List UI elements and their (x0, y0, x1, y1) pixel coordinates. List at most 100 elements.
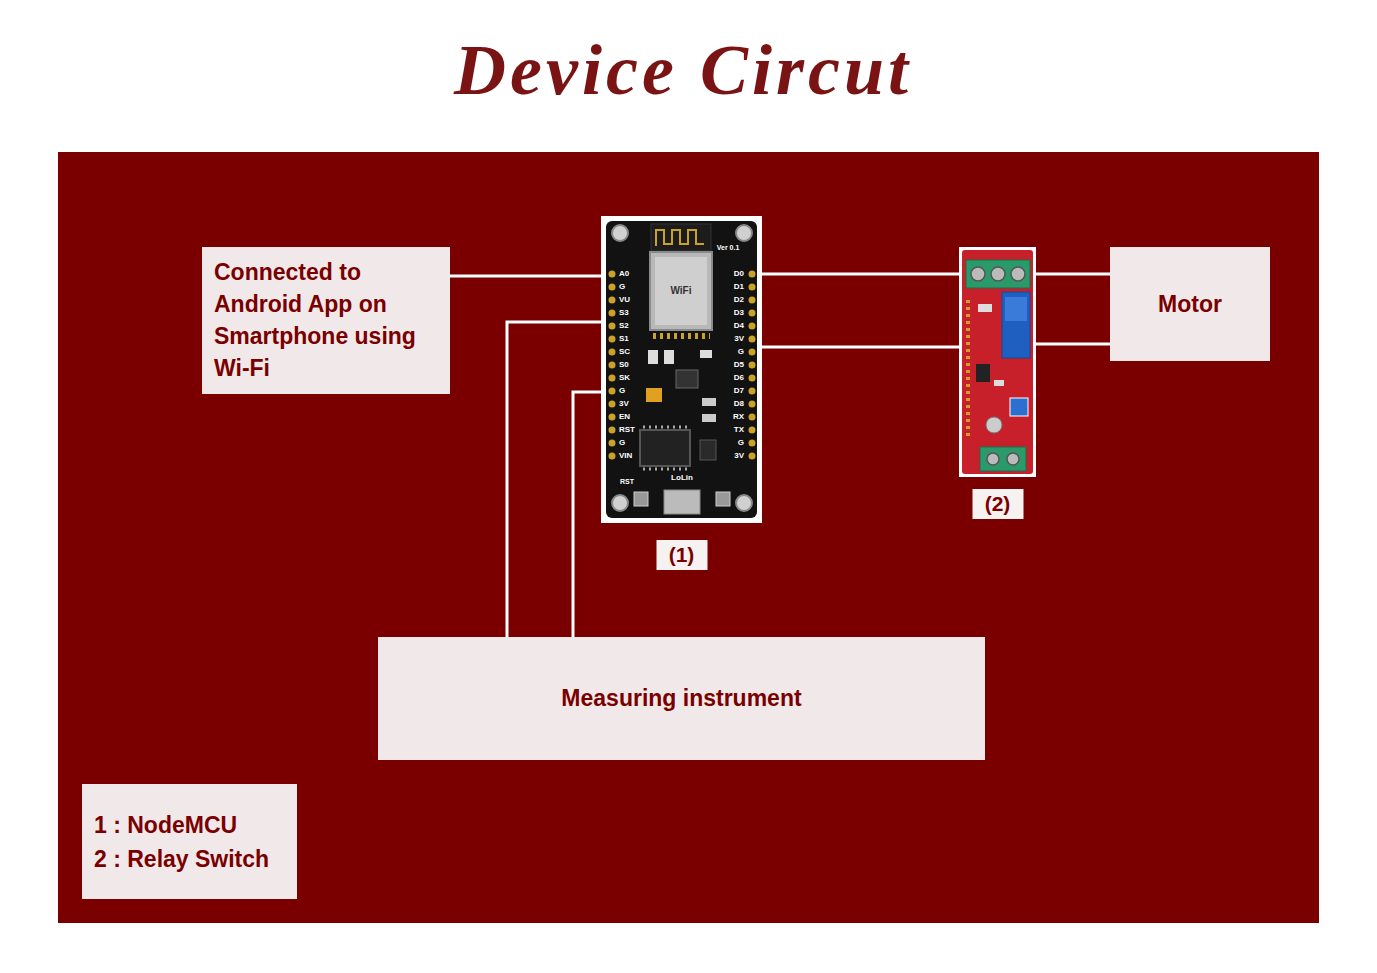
relay-module (966, 300, 970, 440)
wire-connector (762, 273, 959, 276)
pin-label: 3V (734, 335, 744, 343)
pin-label: S0 (619, 361, 629, 369)
nodemcu-board (702, 398, 716, 406)
pin-label: 3V (619, 400, 629, 408)
pin-header (609, 453, 616, 460)
pin-header (609, 414, 616, 421)
pin-header (749, 297, 756, 304)
nodemcu-board (656, 230, 704, 246)
pin-label: 3V (734, 452, 744, 460)
relay-module (991, 267, 1005, 281)
relay-module (986, 417, 1002, 433)
pin-header (609, 388, 616, 395)
pin-label: D4 (734, 322, 744, 330)
pin-header (609, 440, 616, 447)
pin-header (749, 453, 756, 460)
node-text: Motor (1158, 291, 1222, 318)
pin-label: VIN (619, 452, 632, 460)
pin-header (609, 427, 616, 434)
pin-label: D2 (734, 296, 744, 304)
pin-header (609, 336, 616, 343)
nodemcu-board (640, 430, 690, 466)
pin-label: SC (619, 348, 630, 356)
nodemcu-board (650, 252, 712, 330)
pin-header (749, 388, 756, 395)
pin-label: SK (619, 374, 630, 382)
nodemcu-board (664, 350, 674, 364)
relay-module (1010, 398, 1028, 416)
pin-label: D5 (734, 361, 744, 369)
pin-label: S3 (619, 309, 629, 317)
pin-header (609, 284, 616, 291)
pin-label: RX (733, 413, 744, 421)
relay-module (1011, 267, 1025, 281)
relay-module (971, 267, 985, 281)
wire-connector (1036, 273, 1110, 276)
pin-header (609, 362, 616, 369)
pin-label: S2 (619, 322, 629, 330)
relay-module (978, 304, 992, 312)
pin-header (749, 375, 756, 382)
nodemcu-board (612, 225, 628, 241)
nodemcu-board (634, 492, 648, 506)
nodemcu-board (736, 225, 752, 241)
relay-part: (2) (959, 247, 1036, 477)
relay-module (994, 380, 1004, 386)
wire-connector (1036, 343, 1110, 346)
key-text: 1 : NodeMCU (94, 808, 237, 842)
wire-connector (573, 392, 601, 637)
board-marking: LoLin (671, 474, 693, 482)
pin-header (749, 440, 756, 447)
wire-connector (450, 275, 601, 278)
pin-header (609, 323, 616, 330)
pin-label: G (619, 387, 625, 395)
pin-label: D8 (734, 400, 744, 408)
nodemcu-board (655, 257, 707, 325)
pin-label: D7 (734, 387, 744, 395)
pin-header (749, 427, 756, 434)
pin-label: A0 (619, 270, 629, 278)
nodemcu-board (700, 440, 716, 460)
nodemcu-board (601, 216, 762, 523)
pin-label: D1 (734, 283, 744, 291)
node-text: Connected to Android App on Smartphone u… (214, 256, 438, 384)
nodemcu-board (702, 414, 716, 422)
relay-module (959, 247, 1036, 477)
key-text: 2 : Relay Switch (94, 842, 269, 876)
pin-header (749, 284, 756, 291)
pin-label: G (738, 439, 744, 447)
nodemcu-board (606, 221, 757, 518)
pin-header (609, 271, 616, 278)
relay-module (966, 260, 1030, 288)
nodemcu-board (612, 495, 628, 511)
pin-header (609, 375, 616, 382)
motor-box: Motor (1110, 247, 1270, 361)
node-text: Measuring instrument (561, 685, 801, 712)
pin-label: D3 (734, 309, 744, 317)
board-marking: WiFi (670, 286, 691, 296)
nodemcu-board (643, 468, 688, 471)
pin-label: G (619, 439, 625, 447)
pin-header (749, 349, 756, 356)
pin-header (609, 401, 616, 408)
pin-label: G (738, 348, 744, 356)
board-marking: RST (620, 478, 634, 485)
pin-label: D6 (734, 374, 744, 382)
key-box: 1 : NodeMCU2 : Relay Switch (82, 784, 297, 899)
relay-module (987, 453, 999, 465)
wire-connector (507, 322, 601, 637)
nodemcu-board (664, 490, 700, 514)
nodemcu-board (716, 492, 730, 506)
callout-number: (1) (656, 540, 707, 570)
relay-module (980, 447, 1026, 471)
diagram-title: Device Circut (0, 28, 1366, 112)
nodemcu-board (700, 350, 712, 358)
nodemcu-board (651, 224, 711, 251)
nodemcu-board (653, 333, 710, 339)
relay-module (976, 364, 990, 382)
relay-module (1007, 453, 1019, 465)
